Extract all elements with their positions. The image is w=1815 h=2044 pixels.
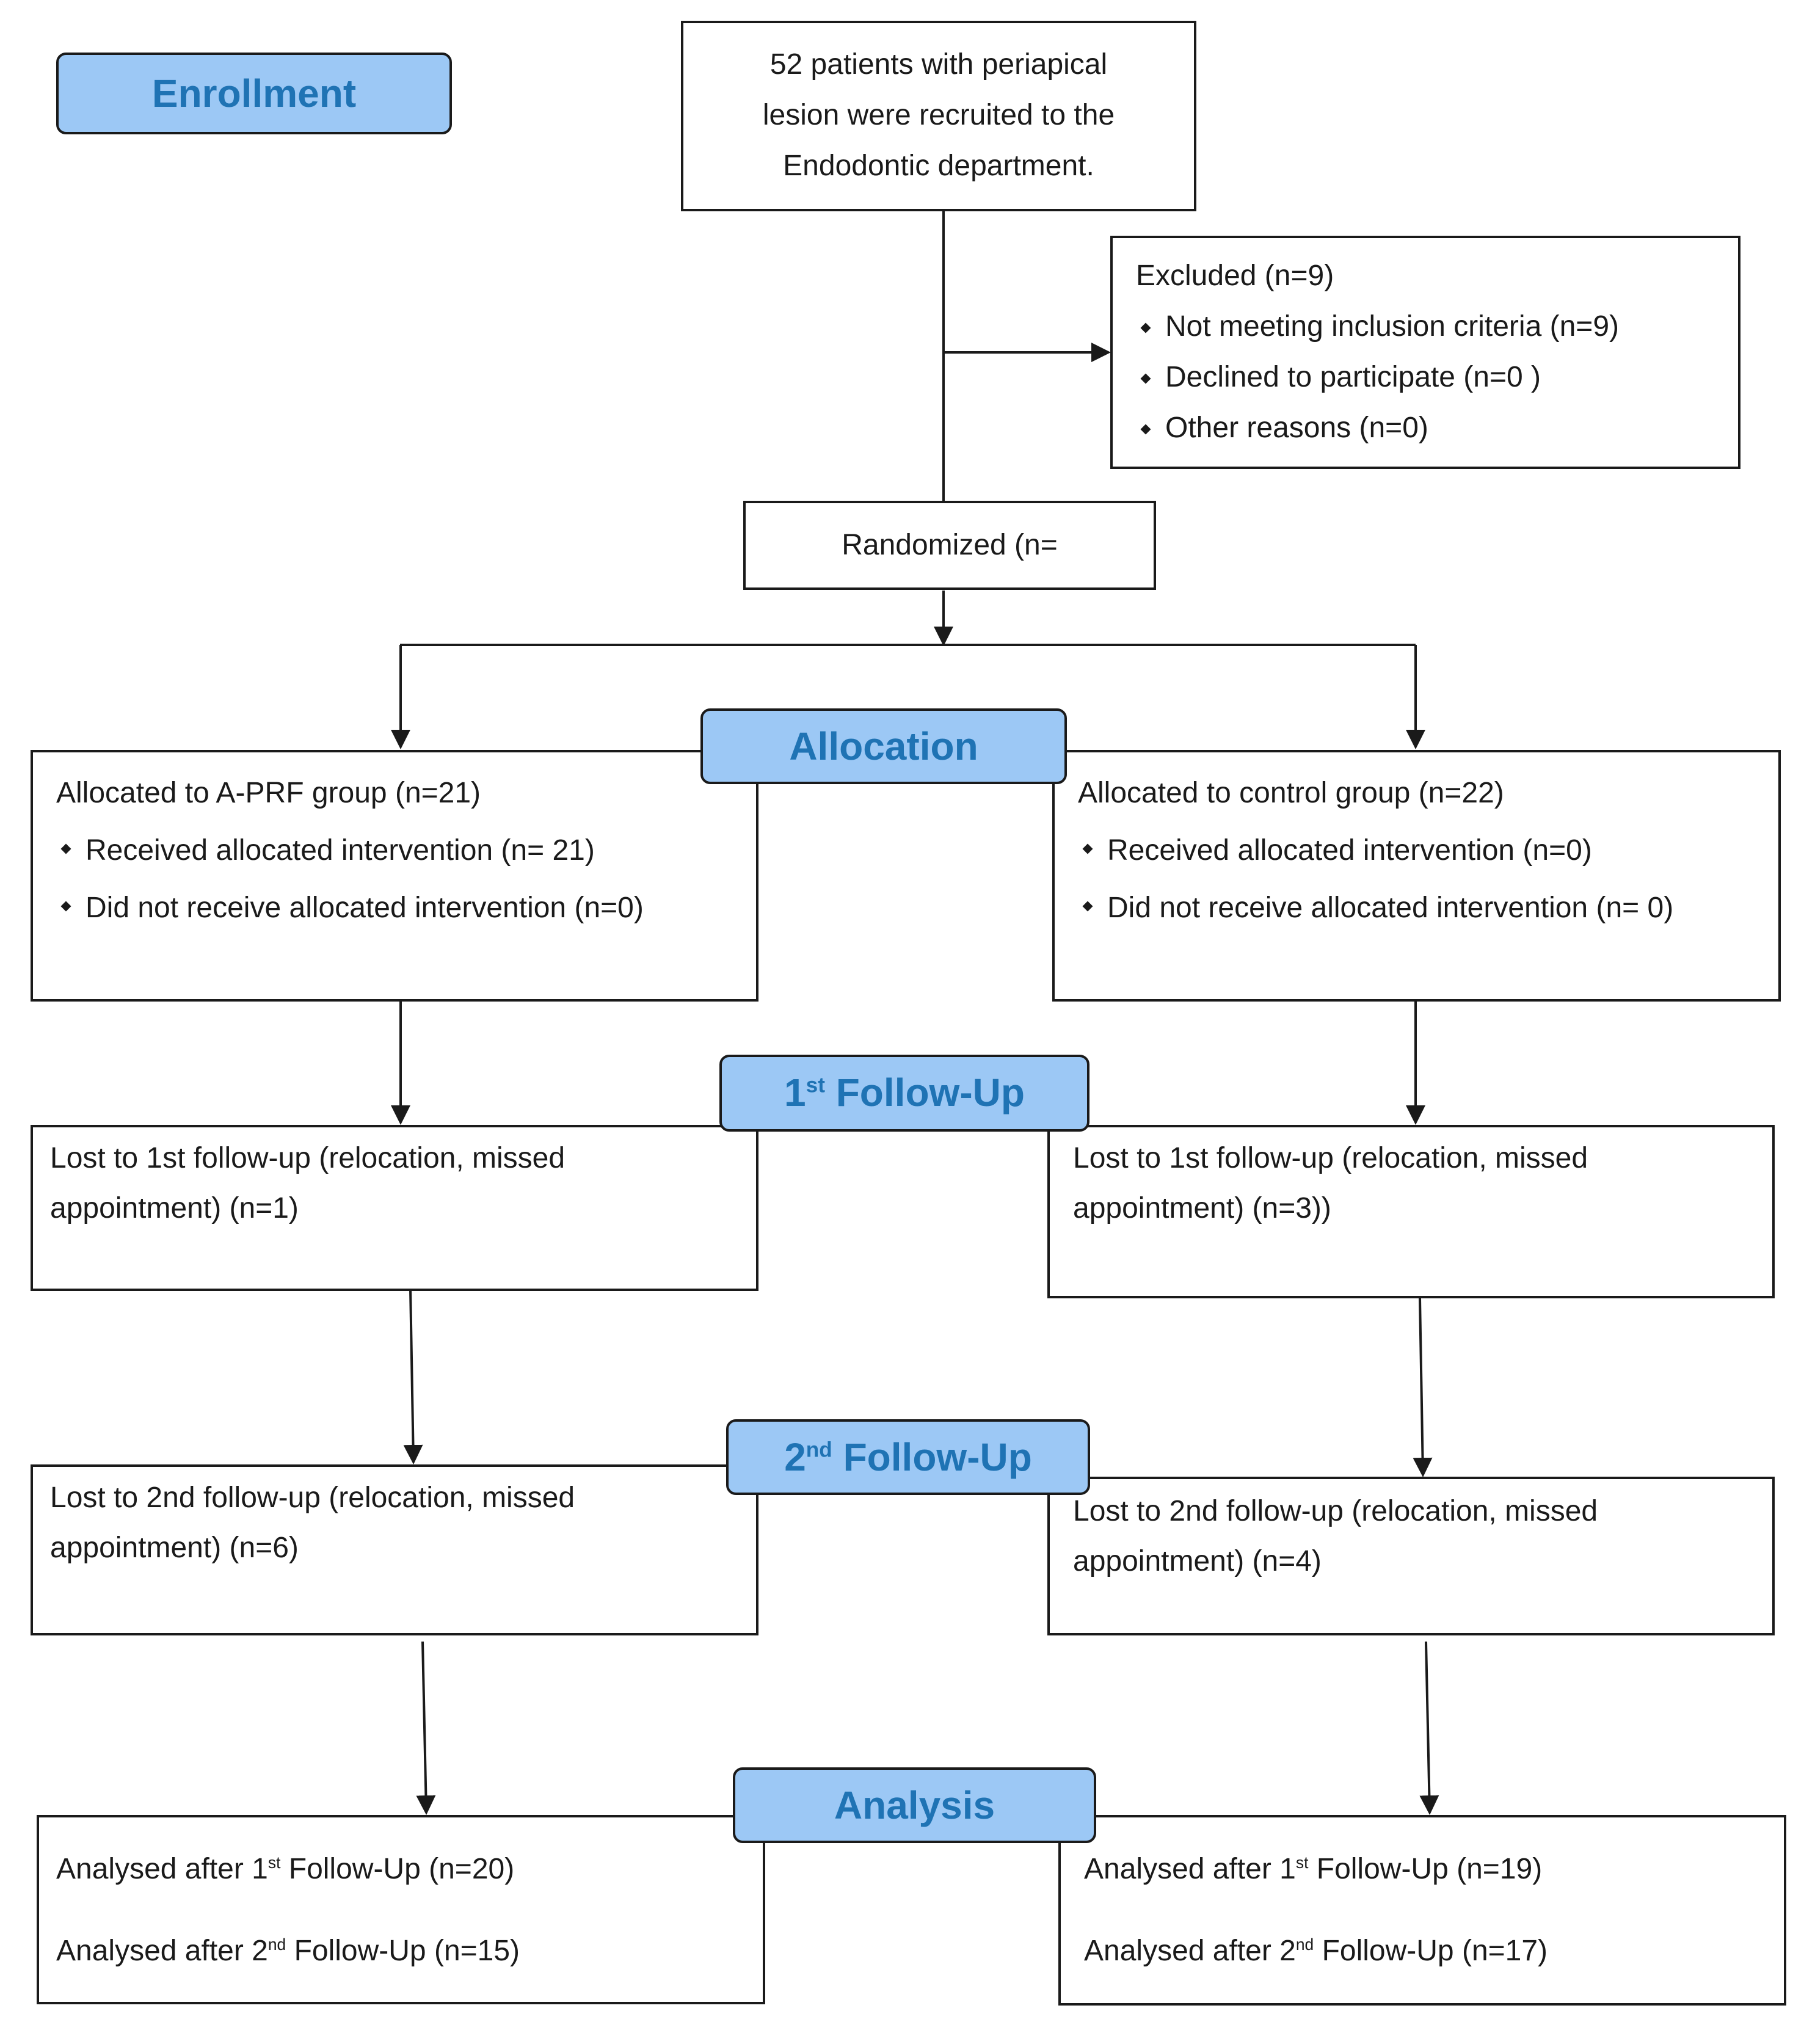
allocation-left-list: Received allocated intervention (n= 21) … (56, 822, 756, 937)
analysis-left-row1-sup: st (267, 1853, 281, 1872)
followup2-right-line2: appointment) (n=4) (1073, 1545, 1322, 1577)
stage-analysis: Analysis (733, 1767, 1096, 1843)
analysis-right-row1: Analysed after 1st Follow-Up (n=19) (1084, 1828, 1784, 1910)
analysis-left-row1-post: Follow-Up (n=20) (280, 1853, 515, 1885)
followup2-left-line1: Lost to 2nd follow-up (relocation, misse… (50, 1482, 575, 1514)
allocation-right-title: Allocated to control group (n=22) (1078, 777, 1504, 809)
analysis-right-row2: Analysed after 2nd Follow-Up (n=17) (1084, 1910, 1784, 1992)
analysis-right-row1-pre: Analysed after 1 (1084, 1853, 1296, 1885)
allocation-right-box: Allocated to control group (n=22) Receiv… (1052, 750, 1781, 1002)
allocation-left-box: Allocated to A-PRF group (n=21) Received… (31, 750, 758, 1002)
allocation-right-item: Did not receive allocated intervention (… (1078, 879, 1778, 937)
allocation-right-item: Received allocated intervention (n=0) (1078, 822, 1778, 879)
excluded-item: Other reasons (n=0) (1136, 402, 1738, 453)
stage-allocation-label: Allocation (789, 724, 978, 768)
stage-followup2-label: Follow-Up (832, 1435, 1032, 1479)
stage-followup1-sup: st (806, 1073, 825, 1097)
analysis-left-box: Analysed after 1st Follow-Up (n=20) Anal… (37, 1815, 765, 2004)
stage-followup1: 1st Follow-Up (719, 1055, 1089, 1132)
excluded-item: Not meeting inclusion criteria (n=9) (1136, 301, 1738, 352)
stage-followup1-num: 1 (784, 1071, 806, 1115)
stage-analysis-label: Analysis (834, 1783, 995, 1827)
enrollment-text-line1: 52 patients with periapical (769, 48, 1108, 81)
stage-enrollment-label: Enrollment (151, 71, 357, 115)
randomized-box: Randomized (n= (743, 501, 1156, 590)
analysis-right-row1-sup: st (1295, 1853, 1309, 1872)
excluded-item: Declined to participate (n=0 ) (1136, 352, 1738, 402)
stage-allocation: Allocation (700, 708, 1067, 784)
excluded-title: Excluded (n=9) (1136, 260, 1334, 292)
analysis-left-row1-pre: Analysed after 1 (56, 1853, 268, 1885)
followup1-right-line2: appointment) (n=3)) (1073, 1192, 1331, 1224)
analysis-left-row2-pre: Analysed after 2 (56, 1935, 268, 1967)
excluded-list: Not meeting inclusion criteria (n=9) Dec… (1136, 301, 1738, 453)
enrollment-box: 52 patients with periapical lesion were … (681, 21, 1196, 211)
allocation-right-list: Received allocated intervention (n=0) Di… (1078, 822, 1778, 937)
stage-followup1-label: Follow-Up (824, 1071, 1025, 1115)
stage-enrollment: Enrollment (56, 53, 452, 134)
followup1-left-line2: appointment) (n=1) (50, 1192, 299, 1224)
followup2-left-box: Lost to 2nd follow-up (relocation, misse… (31, 1464, 758, 1635)
analysis-left-row2-post: Follow-Up (n=15) (286, 1935, 520, 1967)
followup1-left-box: Lost to 1st follow-up (relocation, misse… (31, 1125, 758, 1291)
analysis-right-row1-post: Follow-Up (n=19) (1308, 1853, 1543, 1885)
analysis-left-row1: Analysed after 1st Follow-Up (n=20) (56, 1828, 763, 1910)
enrollment-text-line2: lesion were recruited to the (762, 99, 1115, 131)
analysis-right-box: Analysed after 1st Follow-Up (n=19) Anal… (1058, 1815, 1786, 2006)
enrollment-text-line3: Endodontic department. (783, 150, 1094, 182)
randomized-text: Randomized (n= (842, 529, 1058, 561)
stage-followup2: 2nd Follow-Up (726, 1419, 1090, 1495)
allocation-left-item: Received allocated intervention (n= 21) (56, 822, 756, 879)
arrow-to-followup2-left (403, 1288, 423, 1464)
allocation-left-item: Did not receive allocated intervention (… (56, 879, 756, 937)
analysis-left-row2-sup: nd (267, 1935, 286, 1954)
followup1-right-line1: Lost to 1st follow-up (relocation, misse… (1073, 1142, 1588, 1174)
analysis-right-row2-pre: Analysed after 2 (1084, 1935, 1296, 1967)
arrow-to-analysis-right (1419, 1641, 1439, 1815)
arrow-to-analysis-left (416, 1641, 436, 1815)
stage-followup2-sup: nd (806, 1438, 832, 1462)
allocation-left-title: Allocated to A-PRF group (n=21) (56, 777, 481, 809)
analysis-left-row2: Analysed after 2nd Follow-Up (n=15) (56, 1910, 763, 1992)
followup2-right-line1: Lost to 2nd follow-up (relocation, misse… (1073, 1495, 1598, 1527)
analysis-right-row2-sup: nd (1295, 1935, 1314, 1954)
excluded-box: Excluded (n=9) Not meeting inclusion cri… (1110, 236, 1740, 469)
followup1-left-line1: Lost to 1st follow-up (relocation, misse… (50, 1142, 566, 1174)
stage-followup2-num: 2 (784, 1435, 806, 1479)
followup2-right-box: Lost to 2nd follow-up (relocation, misse… (1047, 1477, 1775, 1635)
followup2-left-line2: appointment) (n=6) (50, 1532, 299, 1564)
analysis-right-row2-post: Follow-Up (n=17) (1314, 1935, 1548, 1967)
arrow-to-followup2-right (1413, 1298, 1433, 1477)
followup1-right-box: Lost to 1st follow-up (relocation, misse… (1047, 1125, 1775, 1298)
